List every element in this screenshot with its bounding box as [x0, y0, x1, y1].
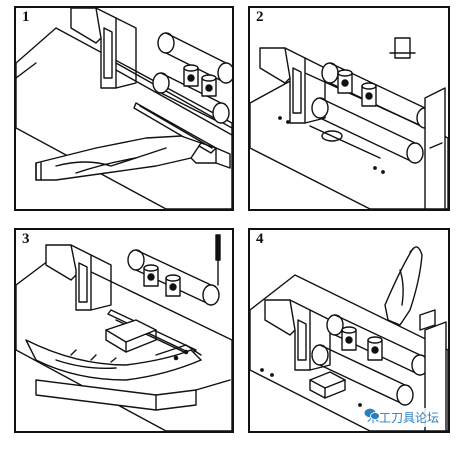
step-number: 1 [20, 9, 32, 25]
step-panel-4: 4 木工刀具论坛 [248, 228, 450, 433]
cutter-nut-1 [184, 65, 198, 86]
watermark-text: 木工刀具论坛 [366, 411, 439, 425]
cutter-nut-2 [202, 75, 216, 96]
cutter-nut-1 [342, 327, 356, 350]
cutter-nut-1 [338, 70, 352, 93]
step-panel-3: 3 [14, 228, 234, 433]
cutter-nut-2 [362, 83, 376, 106]
step-1-illustration [16, 8, 232, 209]
step-3-illustration [16, 230, 232, 431]
step-panel-2: 2 [248, 6, 450, 211]
wechat-icon [364, 408, 380, 420]
step-2-illustration [250, 8, 448, 209]
step-4-illustration [250, 230, 448, 431]
step-number: 2 [254, 9, 266, 25]
cutter-nut-2 [368, 337, 382, 360]
cutter-nut-2 [166, 275, 180, 296]
step-panel-1: 1 [14, 6, 234, 211]
watermark: 木工刀具论坛 [363, 408, 442, 427]
cutter-nut-1 [144, 265, 158, 286]
step-number: 4 [254, 231, 266, 247]
step-number: 3 [20, 231, 32, 247]
